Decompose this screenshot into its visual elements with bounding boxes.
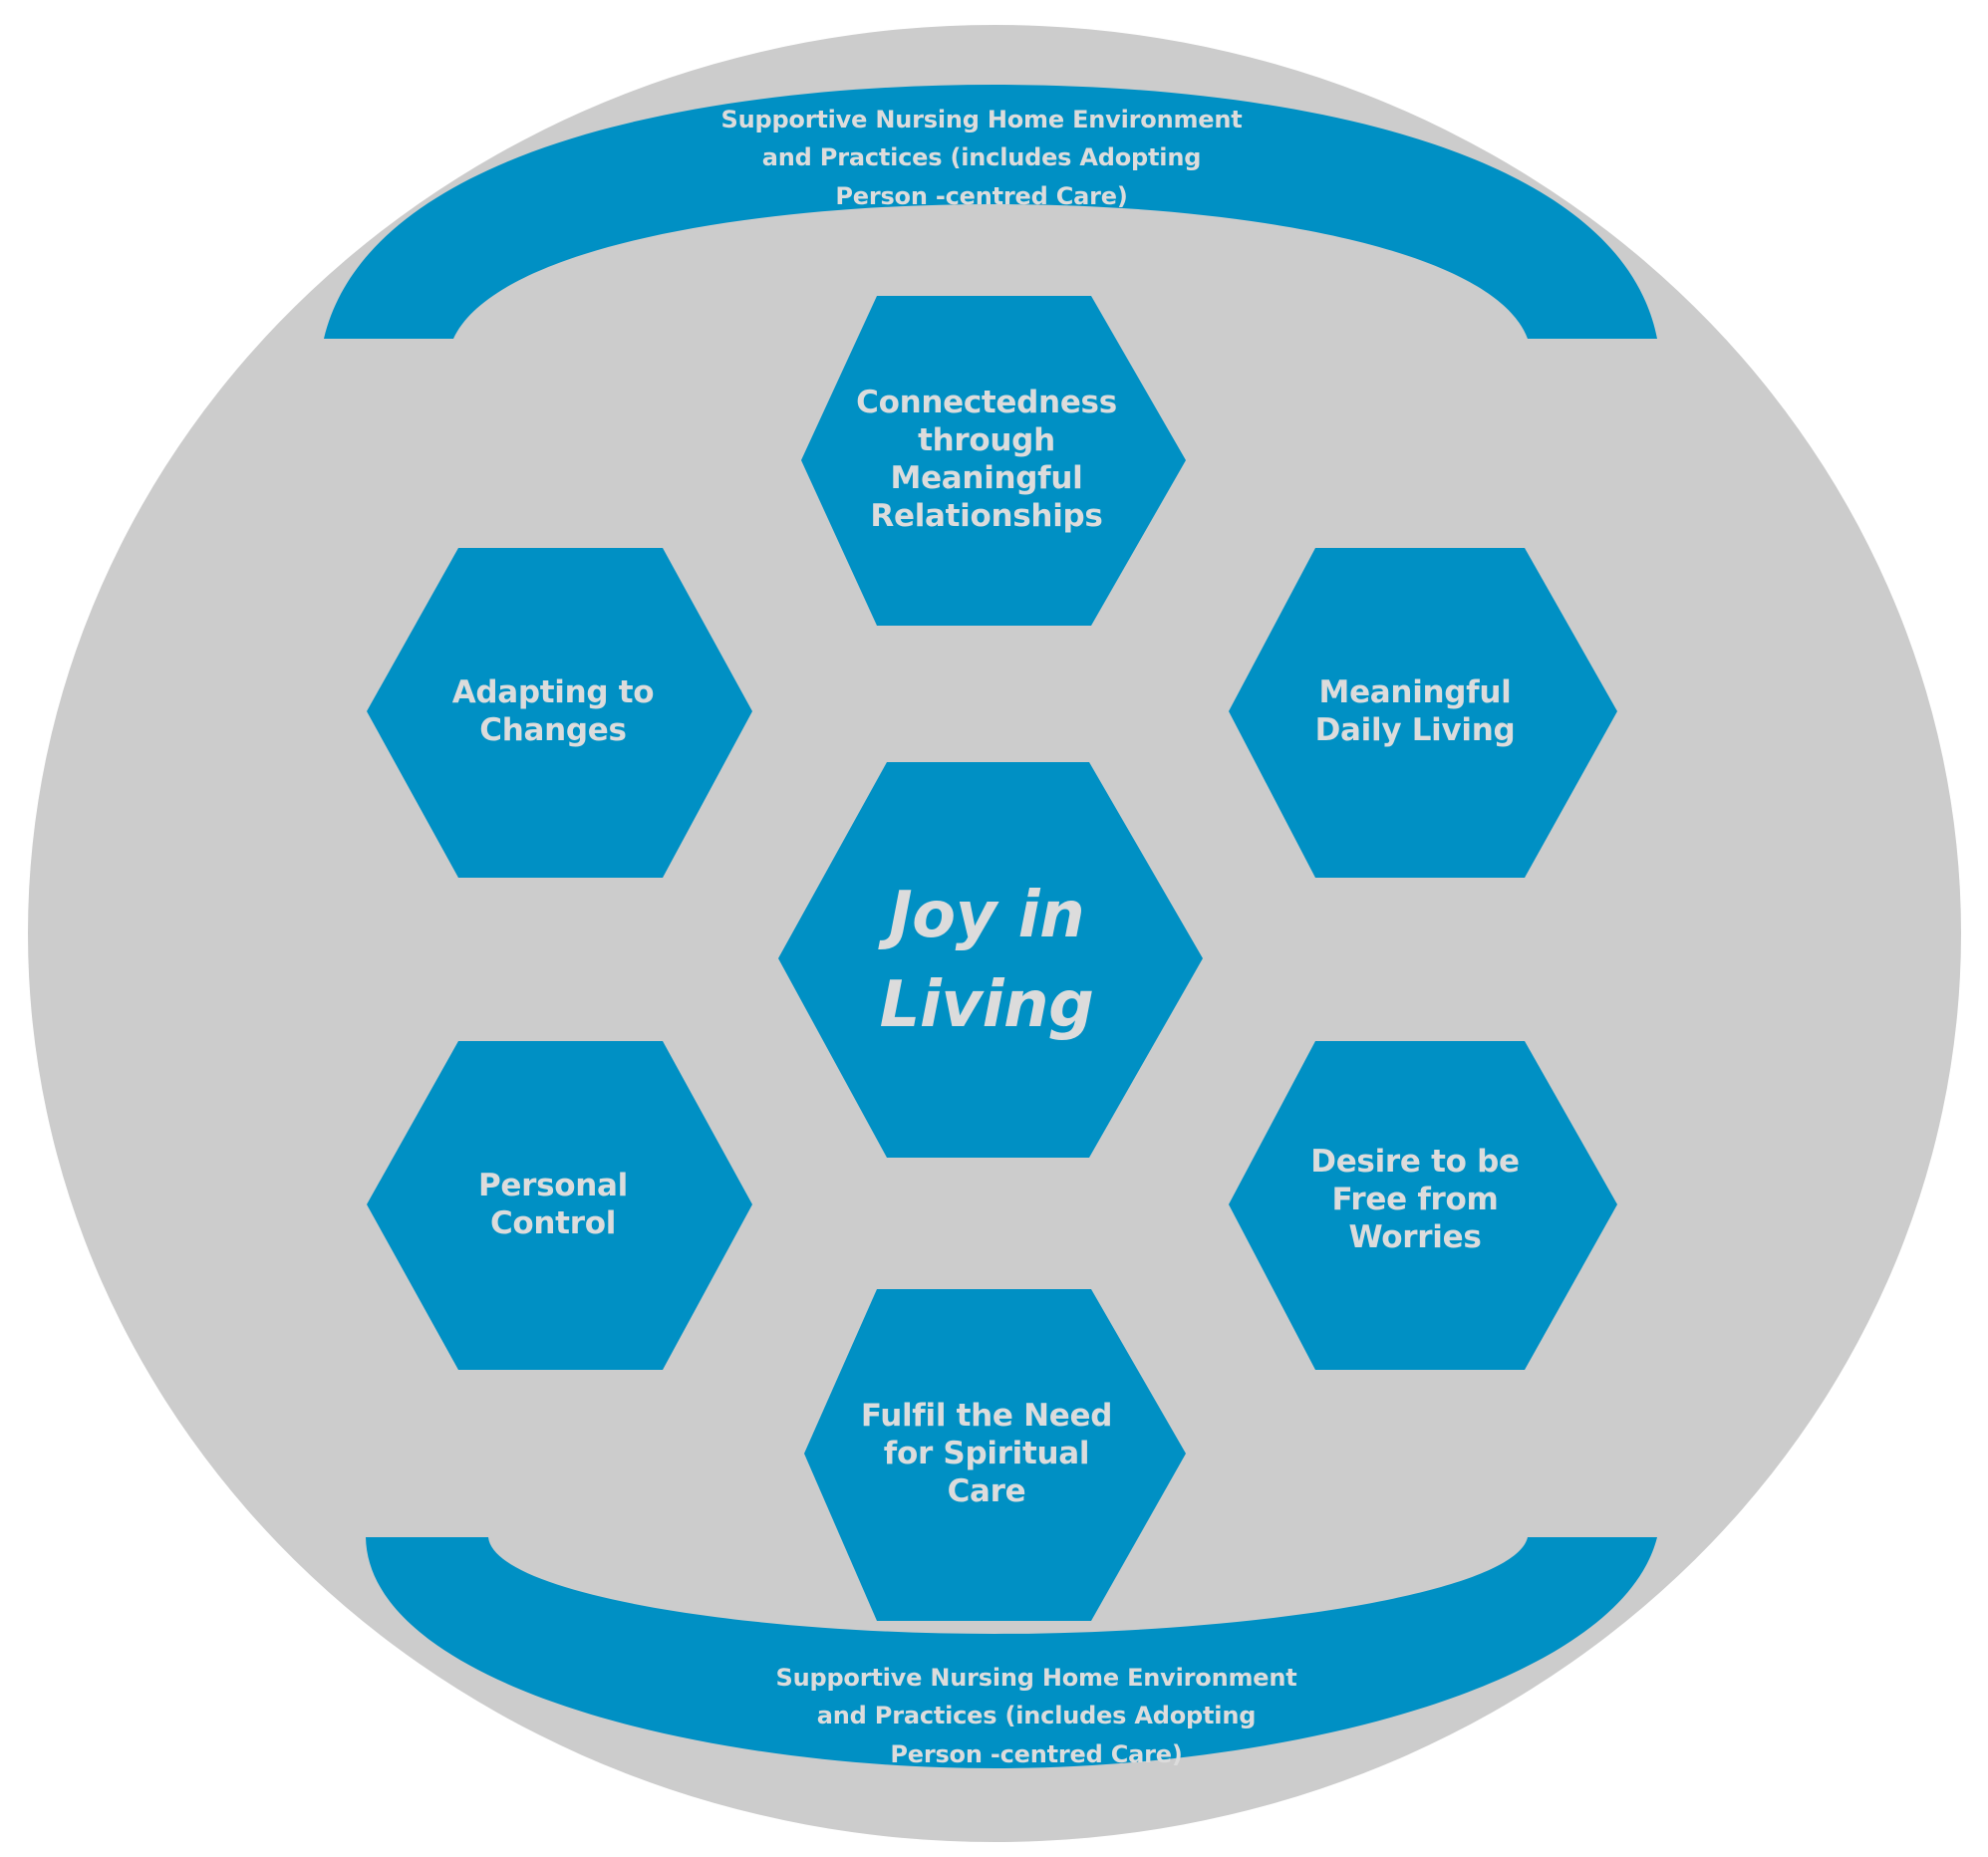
- worries-line: Worries: [1348, 1218, 1482, 1255]
- bottom-band-line: and Practices (includes Adopting: [816, 1702, 1257, 1730]
- center-line: Living: [879, 968, 1094, 1042]
- spiritual-care-line: Care: [947, 1472, 1026, 1509]
- daily-living-line: Daily Living: [1314, 712, 1516, 748]
- adapting-to-changes-label: Adapting to Changes: [409, 653, 698, 772]
- bottom-band-line: Supportive Nursing Home Environment: [775, 1664, 1297, 1692]
- top-band-line: Supportive Nursing Home Environment: [720, 106, 1243, 133]
- worries-line: Free from: [1331, 1182, 1499, 1218]
- joy-in-living-label: Joy in Living: [837, 862, 1136, 1061]
- personal-control-line: Control: [489, 1205, 617, 1241]
- daily-living-line: Meaningful: [1318, 674, 1512, 711]
- center-line: Joy in: [888, 879, 1085, 953]
- hex-meaningful-daily-living: [1229, 548, 1617, 878]
- top-arc-band: [324, 85, 1657, 339]
- hex-spiritual-care: [804, 1289, 1186, 1621]
- bottom-arc-band: [366, 1537, 1657, 1768]
- adapting-line: Changes: [479, 712, 627, 748]
- bottom-band-label: Supportive Nursing Home Environment and …: [653, 1659, 1420, 1773]
- spiritual-care-line: for Spiritual: [883, 1436, 1090, 1472]
- connectedness-line: Relationships: [870, 497, 1103, 534]
- hex-personal-control: [367, 1041, 752, 1370]
- top-band-line: and Practices (includes Adopting: [761, 143, 1202, 172]
- hex-desire-free-from-worries: [1229, 1041, 1617, 1370]
- worries-line: Desire to be: [1310, 1144, 1520, 1181]
- top-band-label: Supportive Nursing Home Environment and …: [598, 101, 1365, 215]
- personal-control-label: Personal Control: [409, 1146, 698, 1265]
- desire-free-from-worries-label: Desire to be Free from Worries: [1271, 1126, 1560, 1275]
- spiritual-care-line: Fulfil the Need: [860, 1398, 1113, 1435]
- connectedness-line: Connectedness: [856, 385, 1117, 421]
- top-band-line: Person -centred Care): [835, 181, 1128, 210]
- bottom-band-line: Person -centred Care): [890, 1739, 1183, 1768]
- connectedness-line: Meaningful: [890, 460, 1083, 496]
- adapting-line: Adapting to: [451, 674, 655, 711]
- hex-joy-in-living: [778, 762, 1203, 1158]
- personal-control-line: Personal: [478, 1168, 628, 1204]
- hex-connectedness: [801, 296, 1186, 626]
- spiritual-care-label: Fulfil the Need for Spiritual Care: [847, 1380, 1126, 1529]
- connectedness-line: through: [918, 422, 1055, 459]
- hex-adapting-to-changes: [367, 548, 752, 878]
- meaningful-daily-living-label: Meaningful Daily Living: [1271, 653, 1560, 772]
- connectedness-label: Connectedness through Meaningful Relatio…: [847, 366, 1126, 555]
